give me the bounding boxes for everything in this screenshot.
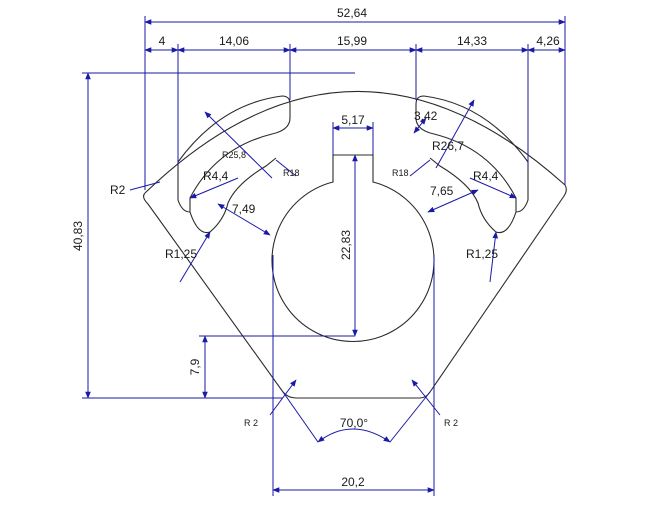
dim-r18-left: R18	[283, 168, 300, 178]
dim-w-7-49: 7,49	[232, 202, 256, 216]
dim-r26-7: R26,7	[432, 139, 464, 153]
bore-with-keyway	[271, 154, 435, 342]
dim-bore-height: 22,83	[339, 230, 353, 260]
part-outline	[143, 90, 567, 399]
dim-seg-4: 4	[159, 34, 166, 48]
dim-r1-25-right: R1,25	[466, 247, 498, 261]
dim-bottom-20-2: 20,2	[341, 475, 365, 489]
dim-seg-4-26: 4,26	[536, 34, 560, 48]
dim-r4-4-right: R4,4	[473, 169, 499, 183]
dim-r25-8: R25,8	[222, 150, 246, 160]
dim-seg-15-99: 15,99	[337, 34, 367, 48]
dim-h-7-9: 7,9	[188, 358, 202, 375]
dim-overall-width: 52,64	[337, 6, 367, 20]
dim-seg-14-06: 14,06	[219, 34, 249, 48]
dim-r2-left: R2	[110, 183, 126, 197]
dim-angle-70: 70,0°	[340, 416, 368, 430]
dim-height-40-83: 40,83	[71, 221, 85, 251]
dim-r1-25-left: R1,25	[165, 247, 197, 261]
dim-slot-3-42: 3,42	[414, 109, 438, 123]
dim-r4-4-left: R4,4	[203, 169, 229, 183]
dimension-labels: 52,64 4 14,06 15,99 14,33 4,26 40,83 7,9…	[71, 6, 560, 489]
dim-r2-bottom-right: R 2	[444, 418, 458, 428]
left-slot	[177, 95, 291, 234]
dim-key-width: 5,17	[341, 113, 365, 127]
dim-w-7-65: 7,65	[430, 184, 454, 198]
dimension-lines	[82, 16, 566, 496]
dim-seg-14-33: 14,33	[457, 34, 487, 48]
dim-r18-right: R18	[392, 168, 409, 178]
dim-r2-bottom-left: R 2	[244, 418, 258, 428]
